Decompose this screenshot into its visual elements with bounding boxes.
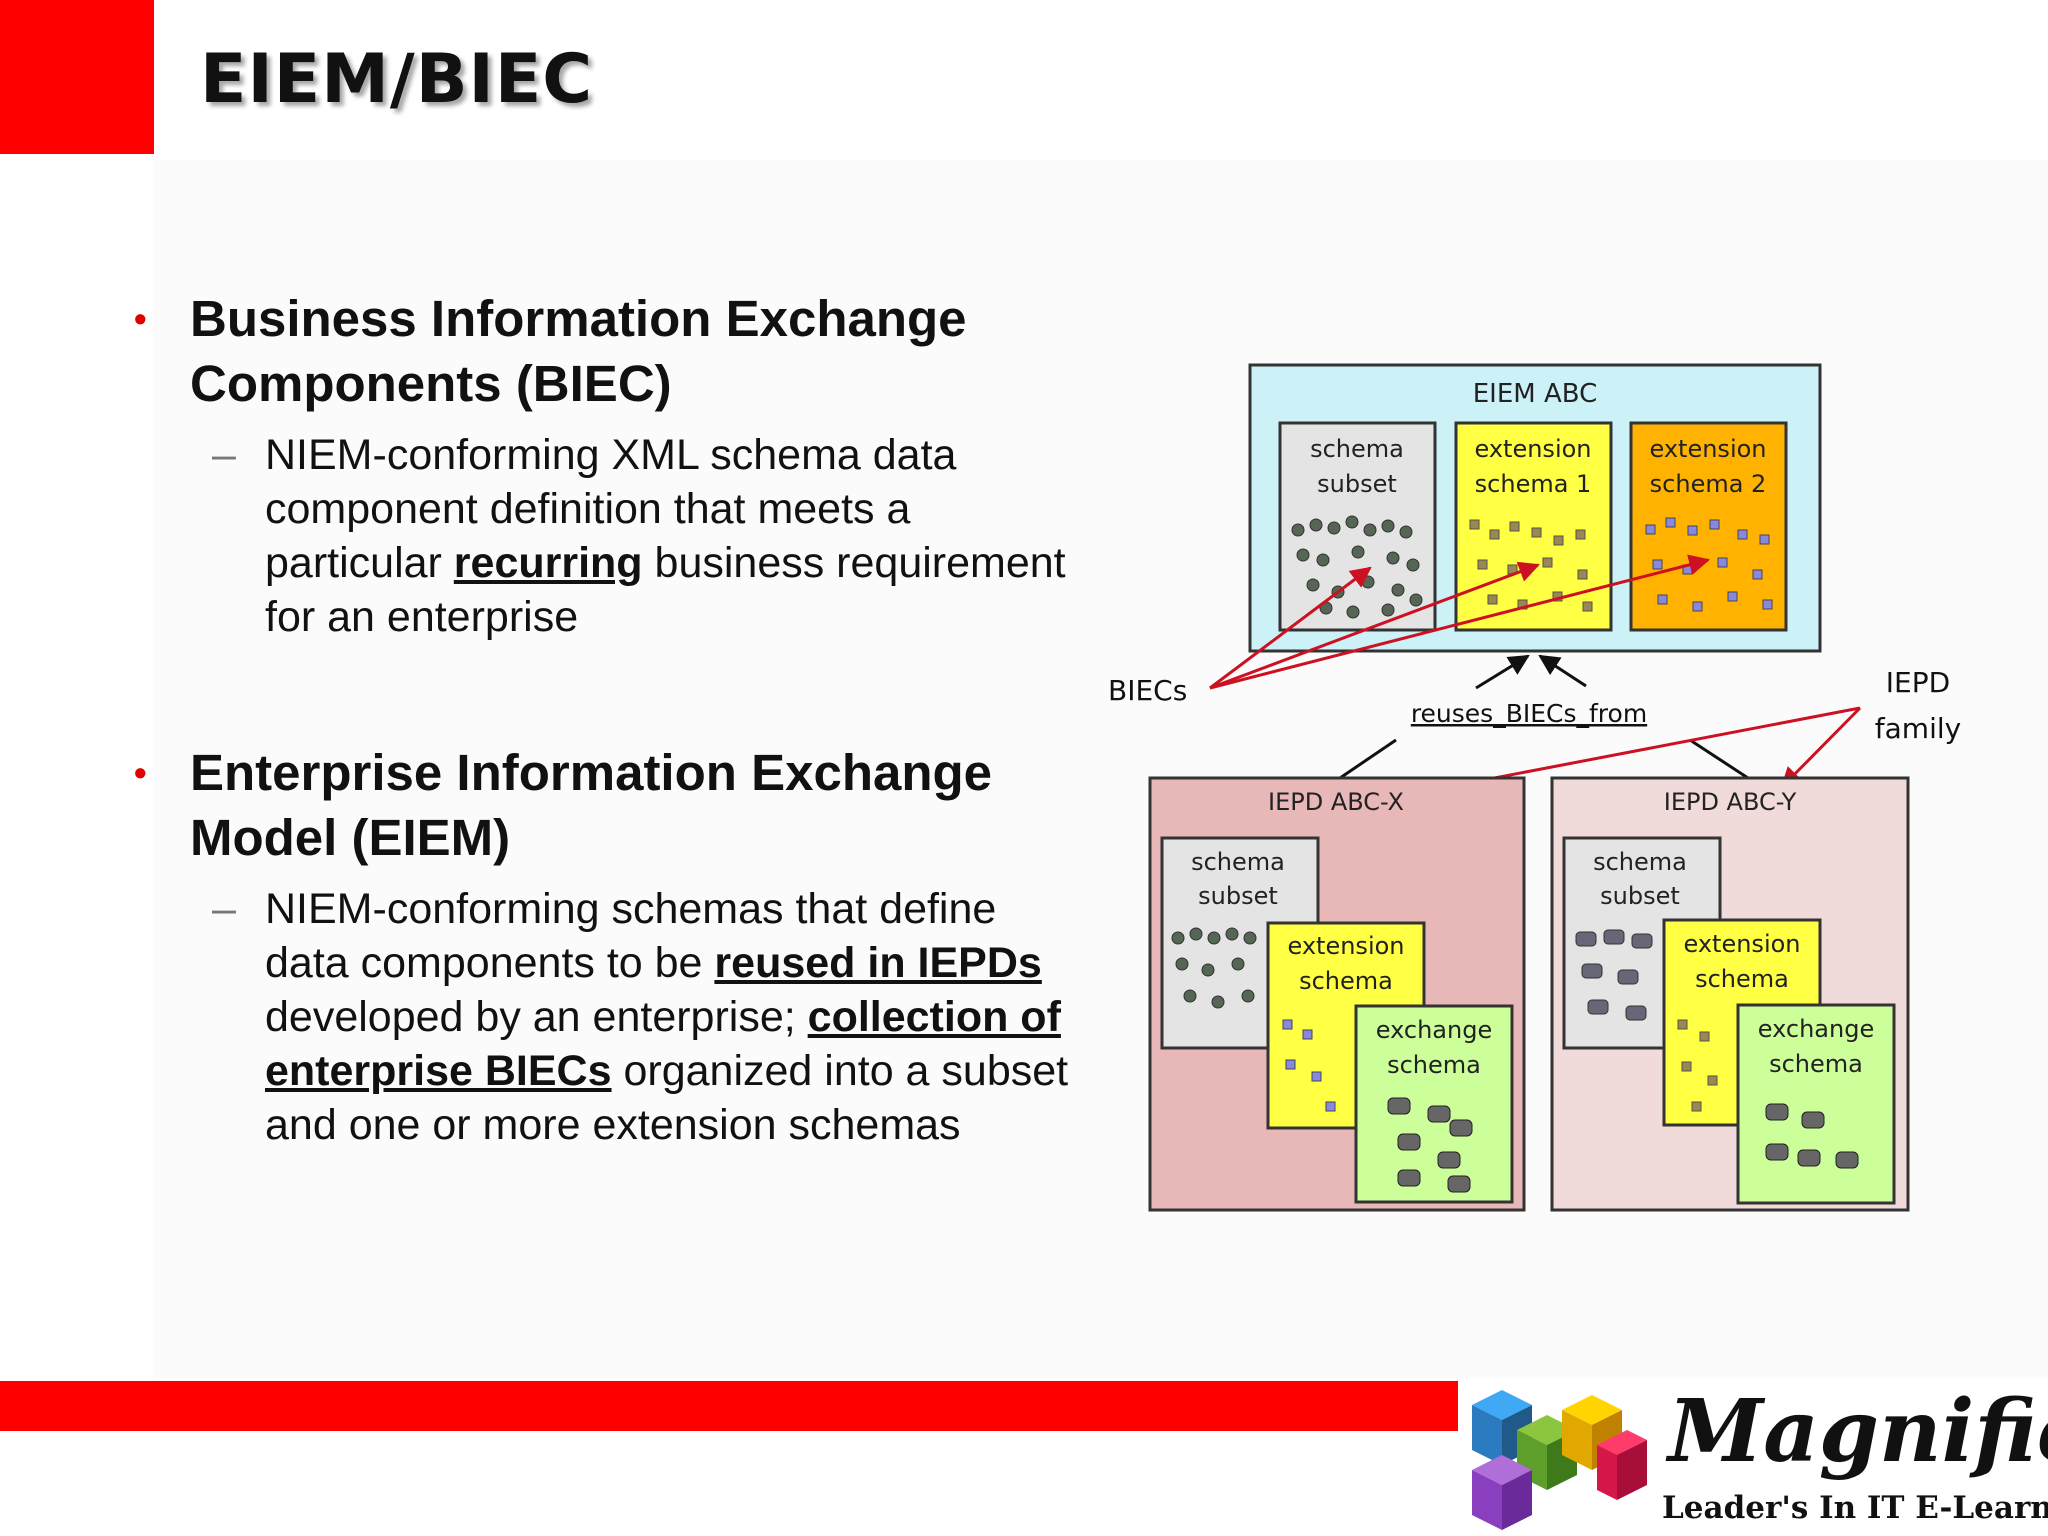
svg-text:schema: schema (1387, 1051, 1481, 1079)
biecs-arrows (1209, 554, 1711, 690)
slide-title: EIEM/BIEC (200, 40, 594, 119)
emphasis-collection: collection of enterprise BIECs (265, 993, 1061, 1095)
iepd-y-title: IEPD ABC-Y (1664, 788, 1797, 816)
red-corner-block (0, 0, 154, 154)
iepd-y-exchange-schema: exchange schema (1736, 1003, 1896, 1205)
bullet-heading-eiem: Enterprise Information Exchange Model (E… (190, 744, 993, 866)
svg-text:schema: schema (1191, 848, 1285, 876)
sub-bullet-eiem: – NIEM-conforming schemas that define da… (130, 882, 1070, 1152)
iepd-x-title: IEPD ABC-X (1268, 788, 1404, 816)
brand-name: Magnific (1668, 1381, 2048, 1482)
ext2-label-1: extension (1650, 435, 1767, 463)
eiem-schema-subset: schema subset (1278, 421, 1437, 632)
svg-text:subset: subset (1198, 882, 1278, 910)
svg-text:subset: subset (1600, 882, 1680, 910)
bullet-list: • Business Information Exchange Componen… (130, 286, 1070, 1152)
bullet-heading-biec: Business Information Exchange Components… (190, 290, 967, 412)
sub-text: organized into a subset and one or more … (265, 1047, 1069, 1149)
eiem-abc-box: EIEM ABC schema subset extension schema … (1248, 363, 1822, 653)
family-label-1: IEPD (1886, 666, 1950, 699)
sub-text: business requirement for an enterprise (265, 539, 1066, 641)
eiem-extension-schema-1: extension schema 1 (1454, 421, 1613, 632)
subset-label-2: subset (1317, 470, 1397, 498)
eiem-title: EIEM ABC (1473, 379, 1598, 409)
sub-text: developed by an enterprise; (265, 993, 808, 1041)
footer-red-bar (0, 1381, 1458, 1431)
subset-label-1: schema (1310, 435, 1404, 463)
dash-marker: – (212, 885, 236, 933)
magnific-logo-icon (1472, 1390, 1647, 1530)
bullet-eiem: • Enterprise Information Exchange Model … (130, 740, 1070, 870)
bullet-biec: • Business Information Exchange Componen… (130, 286, 1070, 416)
dash-marker: – (212, 431, 236, 479)
ext1-label-2: schema 1 (1475, 470, 1592, 498)
iepd-abc-y-box: IEPD ABC-Y schema subset extension schem… (1550, 776, 1910, 1212)
brand-tagline: Leader's In IT E-Learning (1662, 1490, 2048, 1526)
svg-text:schema: schema (1299, 967, 1393, 995)
iepd-abc-x-box: IEPD ABC-X schema subset extension schem… (1148, 776, 1526, 1212)
ext1-label-1: extension (1475, 435, 1592, 463)
svg-text:schema: schema (1593, 848, 1687, 876)
ext2-label-2: schema 2 (1650, 470, 1767, 498)
reuses-arrows (1339, 654, 1749, 780)
biecs-label: BIECs (1108, 674, 1187, 707)
sub-text: NIEM-conforming XML schema data componen… (265, 431, 957, 587)
eiem-iepd-diagram: EIEM ABC schema subset extension schema … (1108, 363, 1961, 1212)
sub-text: NIEM-conforming schemas that define data… (265, 885, 997, 987)
svg-text:schema: schema (1695, 965, 1789, 993)
svg-text:exchange: exchange (1376, 1016, 1492, 1044)
reuses-label: reuses_BIECs_from (1411, 699, 1647, 728)
family-label-2: family (1875, 712, 1961, 745)
iepd-x-exchange-schema: exchange schema (1354, 1004, 1514, 1204)
svg-text:schema: schema (1769, 1050, 1863, 1078)
sub-bullet-biec: – NIEM-conforming XML schema data compon… (130, 428, 1070, 644)
bullet-dot: • (134, 298, 147, 339)
emphasis-recurring: recurring (453, 539, 643, 587)
svg-text:extension: extension (1684, 930, 1801, 958)
eiem-extension-schema-2: extension schema 2 (1629, 421, 1788, 632)
bullet-dot: • (134, 752, 147, 793)
svg-text:exchange: exchange (1758, 1015, 1874, 1043)
emphasis-reused: reused in IEPDs (714, 939, 1042, 987)
svg-text:extension: extension (1288, 932, 1405, 960)
